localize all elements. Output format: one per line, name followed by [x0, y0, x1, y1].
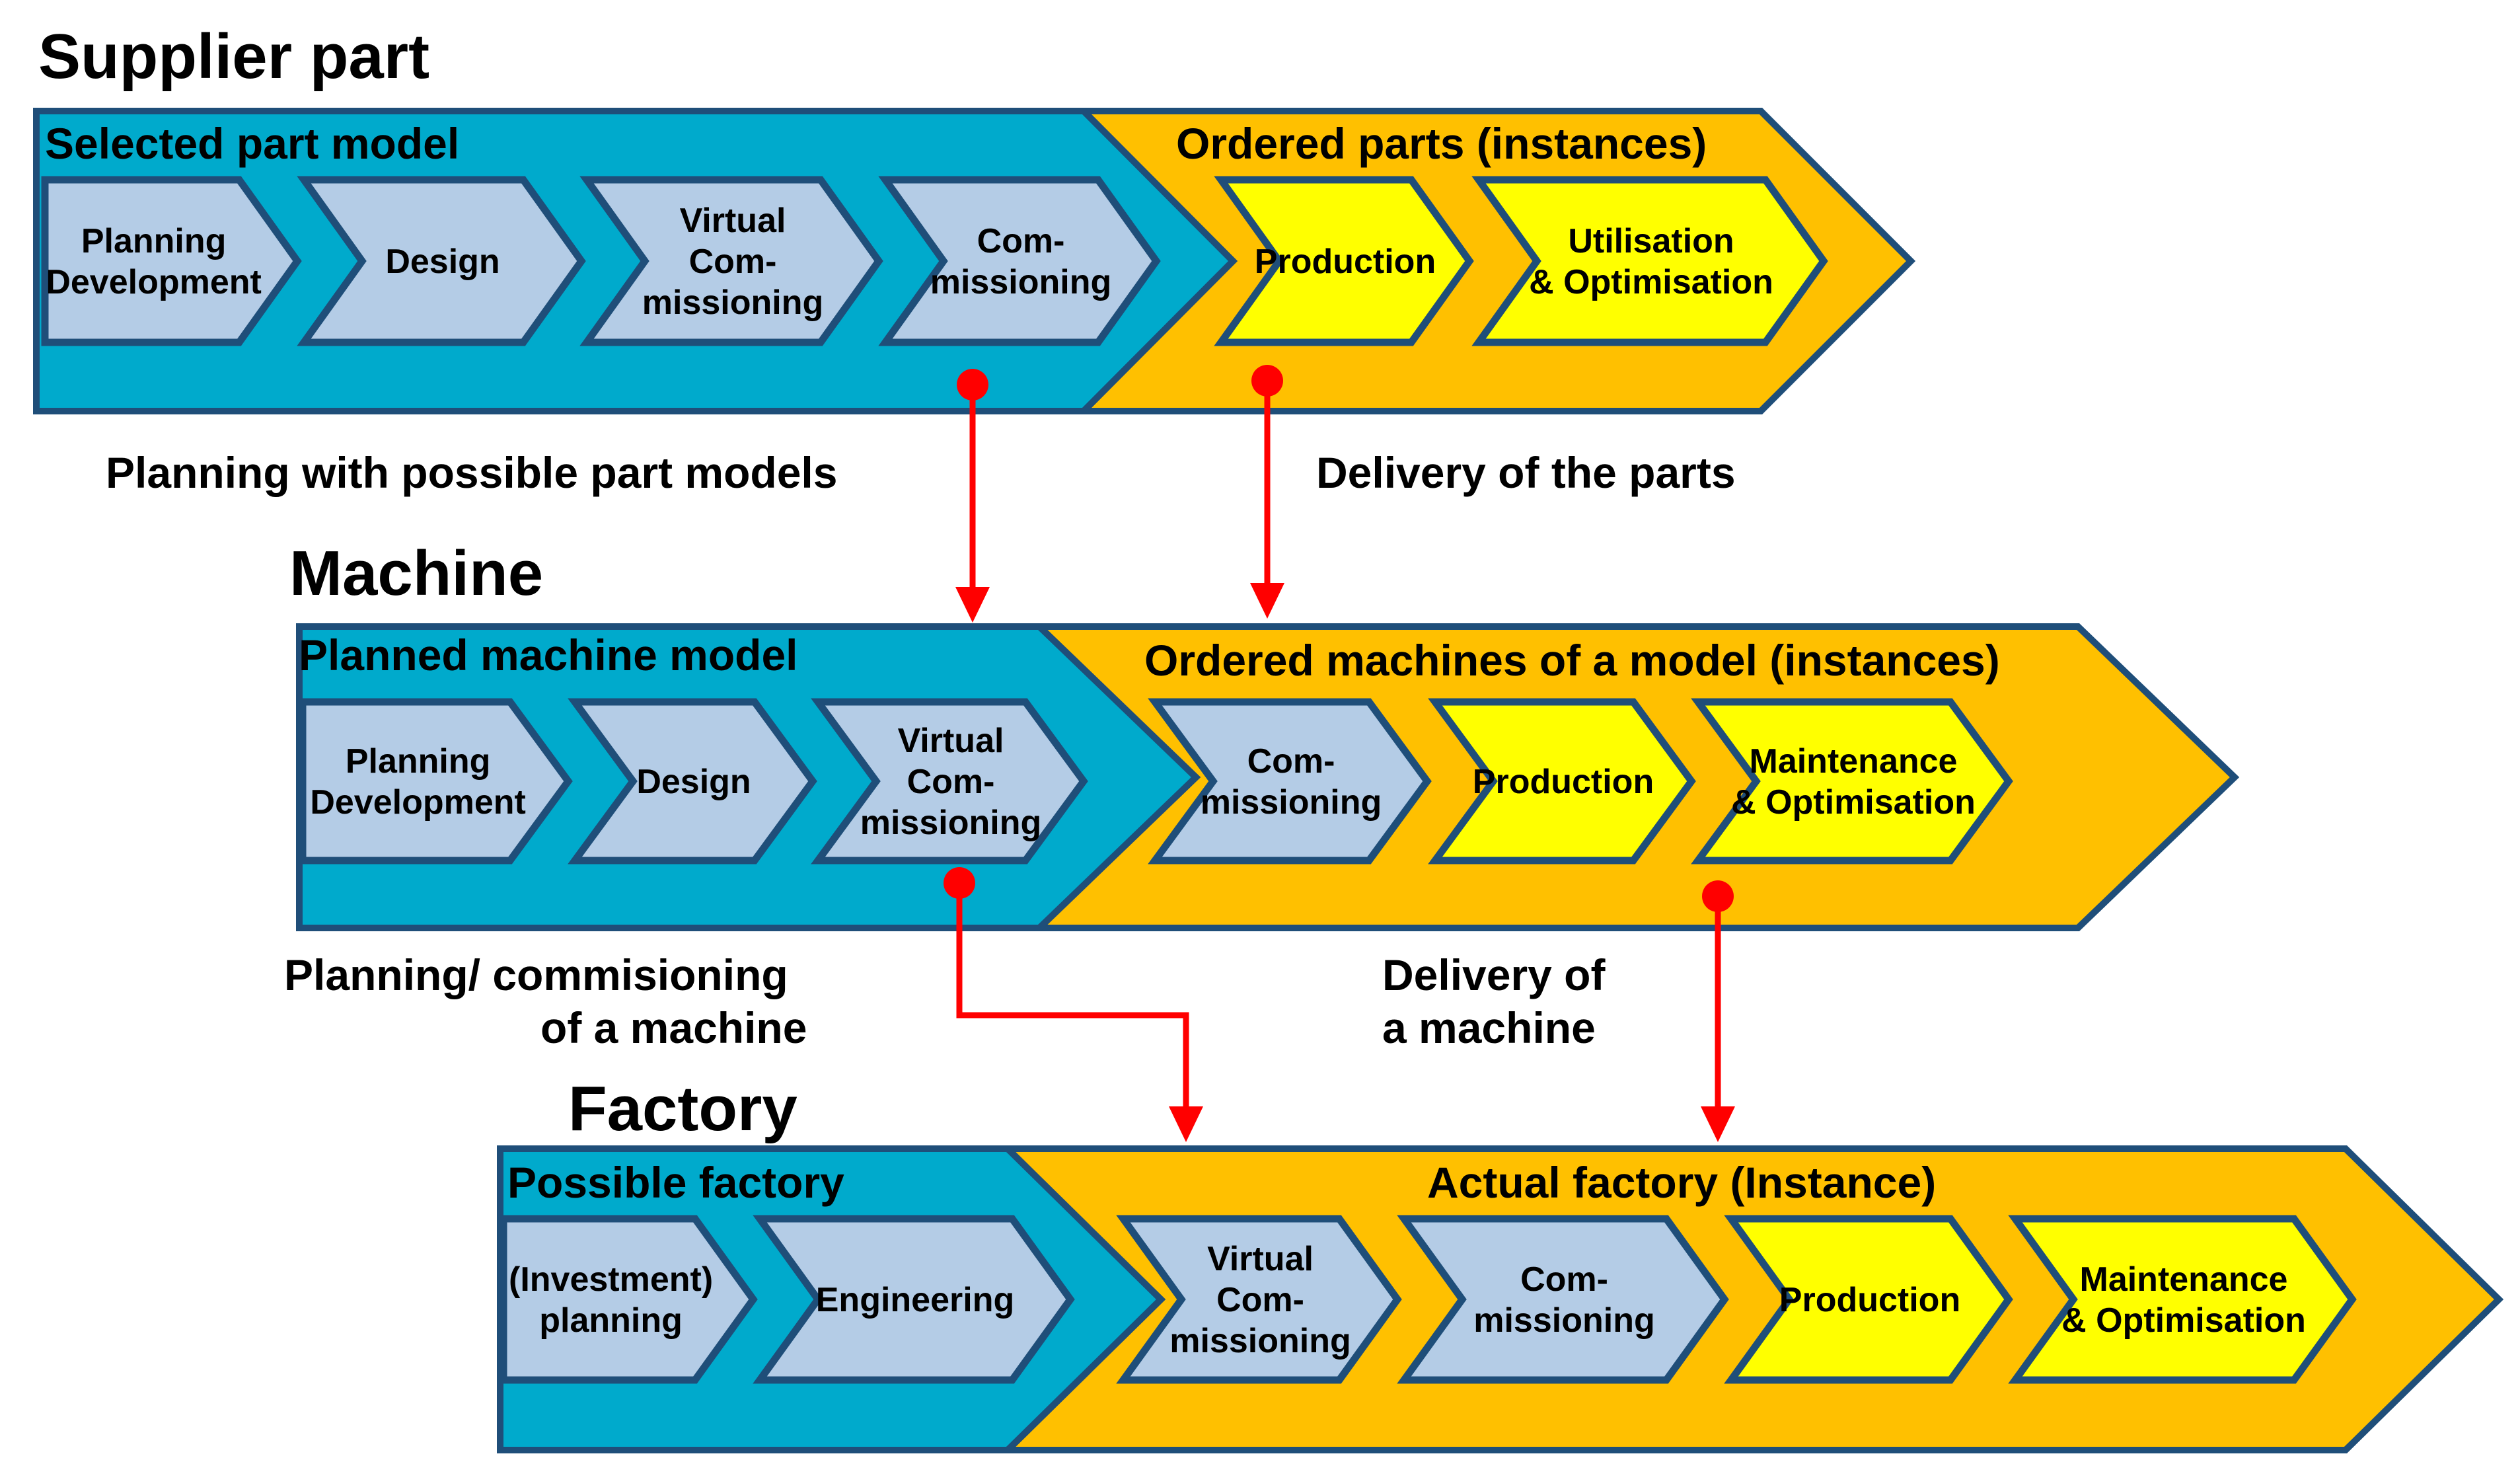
- caption-planning-machine-line1: Planning/ commisioning: [284, 950, 788, 999]
- connector-delivery-machine: [1701, 880, 1735, 1142]
- supplier-step-3-label-line-1: Virtual: [680, 202, 786, 240]
- connector-line: [956, 883, 1189, 1108]
- caption-delivery-machine-line1: Delivery of: [1382, 950, 1606, 999]
- supplier-step-1-chevron: [41, 176, 302, 346]
- machine-model-header: Planned machine model: [299, 631, 798, 679]
- factory-step-2-chevron: [753, 1215, 1075, 1384]
- factory-step-3-label-line-2: Com-: [1216, 1281, 1304, 1319]
- factory-step-3-label-line-3: missioning: [1169, 1322, 1351, 1360]
- machine-step-4-label-line-1: Com-: [1247, 742, 1335, 781]
- factory-step-1-label-line-1: (Investment): [509, 1260, 713, 1299]
- supplier-step-6-chevron: [1471, 176, 1828, 346]
- machine-step-3-label-line-3: missioning: [860, 804, 1041, 842]
- connector-delivery-parts: [1250, 365, 1284, 619]
- factory-step-6-label-line-1: Maintenance: [2080, 1260, 2288, 1299]
- machine-title: Machine: [289, 538, 543, 609]
- factory-step-3-chevron: [1116, 1215, 1402, 1384]
- connector-planning-machine: [944, 867, 1203, 1142]
- caption-planning-machine-line2: of a machine: [540, 1003, 807, 1052]
- machine-step-1-chevron: [299, 698, 573, 864]
- arrowhead-icon: [1169, 1106, 1203, 1142]
- machine-step-6-chevron: [1691, 698, 2013, 864]
- supplier-step-1-label-line-2: Development: [46, 263, 262, 301]
- arrowhead-icon: [955, 587, 990, 623]
- machine-step-5-chevron: [1428, 698, 1696, 864]
- supplier-step-1-label-line-1: Planning: [81, 222, 227, 260]
- factory-step-5-chevron: [1724, 1215, 2013, 1384]
- arrowhead-icon: [1250, 583, 1284, 619]
- machine-step-1-label-line-1: Planning: [346, 742, 491, 781]
- factory-step-6-label-line-2: & Optimisation: [2061, 1301, 2306, 1340]
- machine-step-6-label-line-1: Maintenance: [1750, 742, 1958, 781]
- factory-step-2-label-line-1: Engineering: [816, 1281, 1014, 1319]
- machine-step-5-label-line-1: Production: [1473, 763, 1654, 801]
- supplier-step-6-label-line-1: Utilisation: [1568, 222, 1734, 260]
- factory-steps: (Investment)planningEngineeringVirtualCo…: [500, 1215, 2357, 1384]
- machine-instance-header: Ordered machines of a model (instances): [1144, 636, 2000, 685]
- machine-step-4-label-line-2: missioning: [1201, 783, 1382, 822]
- machine-step-3-chevron: [811, 698, 1088, 864]
- factory-step-3-label-line-1: Virtual: [1207, 1240, 1314, 1278]
- machine-step-3-label-line-1: Virtual: [898, 722, 1004, 760]
- machine-step-2-label-line-1: Design: [636, 763, 751, 801]
- machine-step-2-chevron: [568, 698, 817, 864]
- factory-step-5-label-line-1: Production: [1779, 1281, 1960, 1319]
- supplier-step-4-label-line-2: missioning: [930, 263, 1111, 301]
- connector-planning-parts: [955, 369, 990, 623]
- supplier-step-5-label-line-1: Production: [1255, 243, 1436, 281]
- supplier-model-header: Selected part model: [45, 119, 459, 168]
- factory-model-header: Possible factory: [507, 1158, 844, 1207]
- supplier-step-3-label-line-3: missioning: [642, 284, 823, 322]
- machine-steps: PlanningDevelopmentDesignVirtualCom-miss…: [299, 698, 2013, 864]
- factory-step-6-chevron: [2008, 1215, 2357, 1384]
- arrowhead-icon: [1701, 1106, 1735, 1142]
- supplier-instance-header: Ordered parts (instances): [1176, 119, 1707, 168]
- caption-delivery-machine-line2: a machine: [1382, 1003, 1596, 1052]
- supplier-steps: PlanningDevelopmentDesignVirtualCom-miss…: [41, 176, 1828, 346]
- machine-step-1-label-line-2: Development: [310, 783, 526, 822]
- supplier-step-4-label-line-1: Com-: [977, 222, 1065, 260]
- supplier-step-2-chevron: [297, 176, 586, 346]
- factory-step-1-label-line-2: planning: [539, 1301, 683, 1340]
- supplier-step-5-chevron: [1214, 176, 1474, 346]
- machine-step-3-label-line-2: Com-: [907, 763, 995, 801]
- machine-step-6-label-line-2: & Optimisation: [1731, 783, 1976, 822]
- supplier-title: Supplier part: [38, 21, 429, 92]
- caption-planning-parts: Planning with possible part models: [106, 448, 837, 497]
- factory-step-4-chevron: [1397, 1215, 1729, 1384]
- machine-step-4-chevron: [1148, 698, 1432, 864]
- supplier-step-3-chevron: [579, 176, 883, 346]
- supplier-step-4-chevron: [878, 176, 1161, 346]
- caption-delivery-parts: Delivery of the parts: [1316, 448, 1736, 497]
- factory-step-4-label-line-2: missioning: [1473, 1301, 1654, 1340]
- factory-step-4-label-line-1: Com-: [1520, 1260, 1608, 1299]
- factory-instance-header: Actual factory (Instance): [1427, 1158, 1936, 1207]
- supplier-step-6-label-line-2: & Optimisation: [1529, 263, 1773, 301]
- supplier-step-2-label-line-1: Design: [385, 243, 500, 281]
- factory-step-1-chevron: [500, 1215, 758, 1384]
- factory-title: Factory: [568, 1073, 797, 1144]
- supplier-step-3-label-line-2: Com-: [689, 243, 777, 281]
